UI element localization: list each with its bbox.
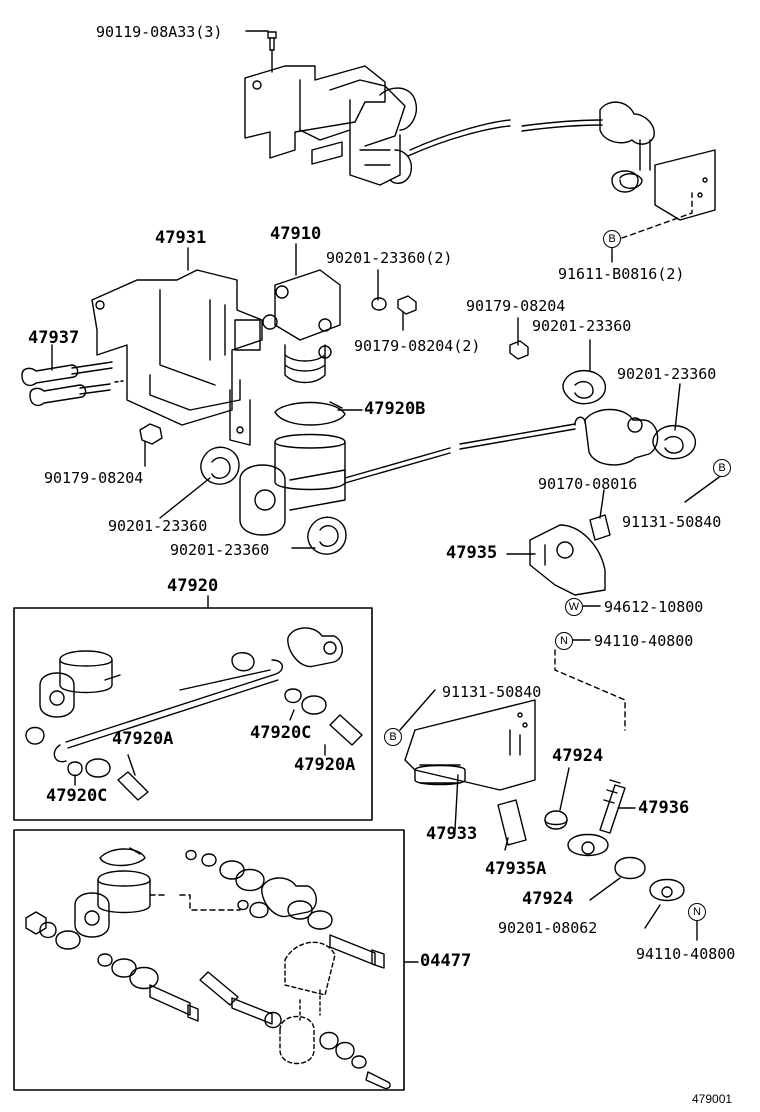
reference-marker-b: B bbox=[603, 230, 621, 248]
leader-line bbox=[504, 837, 509, 851]
part-number-label: 47920C bbox=[46, 786, 108, 806]
part-number-label: 47920C bbox=[250, 723, 312, 743]
leader-line bbox=[399, 689, 436, 731]
part-number-label: 90201-23360 bbox=[170, 541, 270, 559]
leader-line bbox=[159, 477, 211, 519]
leader-line bbox=[559, 767, 570, 811]
reference-marker-b: B bbox=[713, 459, 731, 477]
kit-47920-box bbox=[13, 607, 373, 821]
leader-line bbox=[644, 904, 661, 929]
part-number-label: 90179-08204 bbox=[466, 297, 566, 315]
part-number-label: 47920A bbox=[112, 729, 174, 749]
part-number-label: 91611-B0816(2) bbox=[558, 265, 685, 283]
kit-47920-drawing bbox=[25, 627, 363, 801]
kit-04477-drawing bbox=[25, 847, 391, 1090]
part-number-label: 94110-40800 bbox=[636, 945, 736, 963]
part-number-label: 90201-23360 bbox=[617, 365, 717, 383]
right-lower-assembly-drawing bbox=[404, 649, 685, 902]
part-number-label: 90170-08016 bbox=[538, 475, 638, 493]
part-number-label: 90201-23360 bbox=[108, 517, 208, 535]
reference-marker-n: N bbox=[688, 903, 706, 921]
part-number-label: 91131-50840 bbox=[622, 513, 722, 531]
part-number-label: 91131-50840 bbox=[442, 683, 542, 701]
part-number-label: 47920A bbox=[294, 755, 356, 775]
figure-code: 479001 bbox=[692, 1092, 733, 1106]
part-number-label: 04477 bbox=[420, 951, 472, 971]
reference-marker-w: W bbox=[565, 598, 583, 616]
part-number-label: 47937 bbox=[28, 328, 80, 348]
dashed-reference-line bbox=[621, 192, 693, 239]
part-number-label: 47920 bbox=[167, 576, 219, 596]
part-number-label: 90179-08204(2) bbox=[354, 337, 481, 355]
part-number-label: 90119-08A33(3) bbox=[96, 23, 223, 41]
part-number-label: 47924 bbox=[552, 746, 604, 766]
part-number-label: 94612-10800 bbox=[604, 598, 704, 616]
leader-line bbox=[684, 474, 723, 503]
part-number-label: 47910 bbox=[270, 224, 322, 244]
part-number-label: 94110-40800 bbox=[594, 632, 694, 650]
part-number-label: 47931 bbox=[155, 228, 207, 248]
top-assembly-drawing bbox=[244, 31, 716, 221]
part-number-label: 47920B bbox=[364, 399, 426, 419]
part-number-label: 47924 bbox=[522, 889, 574, 909]
part-number-label: 90201-08062 bbox=[498, 919, 598, 937]
part-number-label: 47935 bbox=[446, 543, 498, 563]
part-number-label: 47936 bbox=[638, 798, 690, 818]
kit-04477-box bbox=[13, 829, 405, 1091]
leader-line bbox=[454, 774, 459, 831]
part-number-label: 90201-23360(2) bbox=[326, 249, 453, 267]
part-number-label: 90201-23360 bbox=[532, 317, 632, 335]
leader-line bbox=[589, 877, 621, 901]
part-number-label: 47935A bbox=[485, 859, 547, 879]
reference-marker-n: N bbox=[555, 632, 573, 650]
leader-line bbox=[674, 383, 681, 431]
reference-marker-b: B bbox=[384, 728, 402, 746]
middle-assembly-drawing bbox=[21, 269, 696, 596]
leader-line bbox=[599, 489, 605, 519]
leader-line bbox=[127, 754, 136, 776]
part-number-label: 90179-08204 bbox=[44, 469, 144, 487]
leader-line bbox=[289, 709, 295, 721]
part-number-label: 47933 bbox=[426, 824, 478, 844]
